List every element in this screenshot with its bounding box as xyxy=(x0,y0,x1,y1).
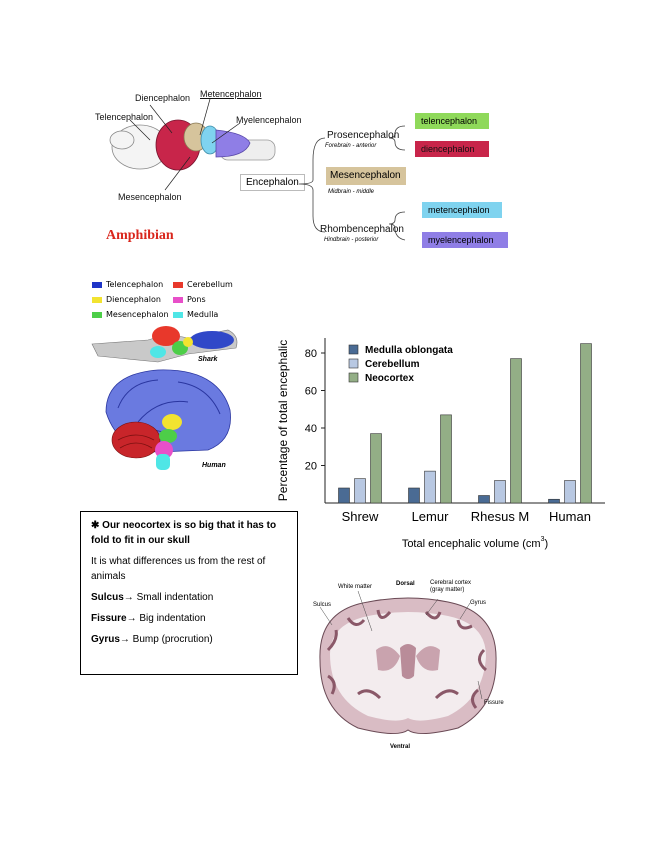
tree-myelencephalon-box: myelencephalon xyxy=(422,232,508,248)
tree-telencephalon-box: telencephalon xyxy=(415,113,489,129)
legend-swatch xyxy=(348,358,359,369)
tree-mesencephalon-box: Mesencephalon xyxy=(326,167,406,185)
bar xyxy=(370,433,382,504)
tree-metencephalon-box: metencephalon xyxy=(422,202,502,218)
bar xyxy=(354,478,366,504)
note-fissure: Fissure→ Big indentation xyxy=(91,613,206,624)
section-cortex: Cerebral cortex (gray matter) xyxy=(430,580,472,593)
bar xyxy=(424,470,436,504)
label-myelencephalon: Myelencephalon xyxy=(236,115,302,125)
y-tick-label: 80 xyxy=(305,348,317,360)
legend-swatch xyxy=(348,372,359,383)
legend-item-medulla: Medulla xyxy=(173,310,218,319)
bar xyxy=(580,343,592,504)
chart-svg: 20 40 60 80 Percentage of total encephalicSh… xyxy=(276,338,605,550)
y-tick-label: 20 xyxy=(305,461,317,473)
tree-braces xyxy=(298,125,406,241)
x-tick-label: Human xyxy=(549,509,591,524)
x-axis-label: Total encephalic volume (cm3) xyxy=(402,536,548,550)
note-sulcus: Sulcus→ Small indentation xyxy=(91,592,214,603)
arrow-icon: → xyxy=(126,613,137,624)
coronal-section-drawing xyxy=(319,597,497,734)
legend-item-cerebellum: Cerebellum xyxy=(173,280,233,289)
tree-rhombencephalon-sub: Hindbrain - posterior xyxy=(324,237,379,243)
y-axis-label: Percentage of total encephalic xyxy=(276,340,290,501)
bar xyxy=(338,487,350,504)
bar xyxy=(494,480,506,504)
amphibian-leader-lines xyxy=(129,98,241,191)
section-sulcus: Sulcus xyxy=(313,602,332,608)
bar xyxy=(564,480,576,504)
tree-mesencephalon-sub: Midbrain - middle xyxy=(328,189,375,195)
label-telencephalon: Telencephalon xyxy=(95,112,154,122)
legend-item-telencephalon: Telencephalon xyxy=(92,280,163,289)
legend-label: Cerebellum xyxy=(365,359,420,370)
bar xyxy=(478,495,490,504)
legend-label: Neocortex xyxy=(365,373,414,384)
arrow-icon: → xyxy=(123,592,134,603)
evolution-legend: Telencephalon Cerebellum Diencephalon Po… xyxy=(88,278,243,328)
amphibian-brain-drawing xyxy=(109,119,276,171)
amphibian-brain-figure xyxy=(100,85,300,195)
bullet-icon: ✱ xyxy=(91,520,100,531)
section-leader-lines xyxy=(319,590,483,700)
label-mesencephalon: Mesencephalon xyxy=(118,192,182,202)
label-human: Human xyxy=(202,462,226,469)
section-fissure: Fissure xyxy=(484,700,504,706)
label-metencephalon: Metencephalon xyxy=(200,89,262,99)
x-tick-label: Lemur xyxy=(412,509,450,524)
bar xyxy=(440,414,452,504)
y-tick-label: 40 xyxy=(305,423,317,435)
legend-label: Medulla oblongata xyxy=(365,345,453,356)
arrow-icon: → xyxy=(119,634,130,645)
evolution-brains-drawing xyxy=(91,326,238,470)
legend-item-pons: Pons xyxy=(173,295,206,304)
note-gyrus: Gyrus→ Bump (procrution) xyxy=(91,634,213,645)
tree-diencephalon-box: diencephalon xyxy=(415,141,489,157)
bar xyxy=(408,487,420,504)
label-shark: Shark xyxy=(198,356,218,363)
label-diencephalon: Diencephalon xyxy=(135,93,191,103)
section-ventral: Ventral xyxy=(390,744,411,750)
section-dorsal: Dorsal xyxy=(396,581,415,587)
note-line-2: It is what differences us from the rest … xyxy=(91,556,266,582)
legend-swatch xyxy=(348,344,359,355)
legend-item-diencephalon: Diencephalon xyxy=(92,295,161,304)
tree-prosencephalon: Prosencephalon xyxy=(327,130,400,141)
notes-box: ✱ Our neocortex is so big that it has to… xyxy=(80,511,298,675)
section-white-matter: White matter xyxy=(338,584,373,590)
section-gyrus: Gyrus xyxy=(470,600,487,606)
tree-rhombencephalon: Rhombencephalon xyxy=(320,224,404,235)
note-line-1: ✱ Our neocortex is so big that it has to… xyxy=(91,520,277,546)
legend-item-mesencephalon: Mesencephalon xyxy=(92,310,169,319)
tree-root-encephalon: Encephalon xyxy=(240,174,305,191)
bar xyxy=(548,498,560,504)
tree-prosencephalon-sub: Forebrain - anterior xyxy=(325,143,377,149)
x-tick-label: Rhesus M xyxy=(471,509,530,524)
bar xyxy=(510,358,522,504)
y-tick-label: 60 xyxy=(305,386,317,398)
x-tick-label: Shrew xyxy=(342,509,379,524)
amphibian-title: Amphibian xyxy=(106,228,174,243)
